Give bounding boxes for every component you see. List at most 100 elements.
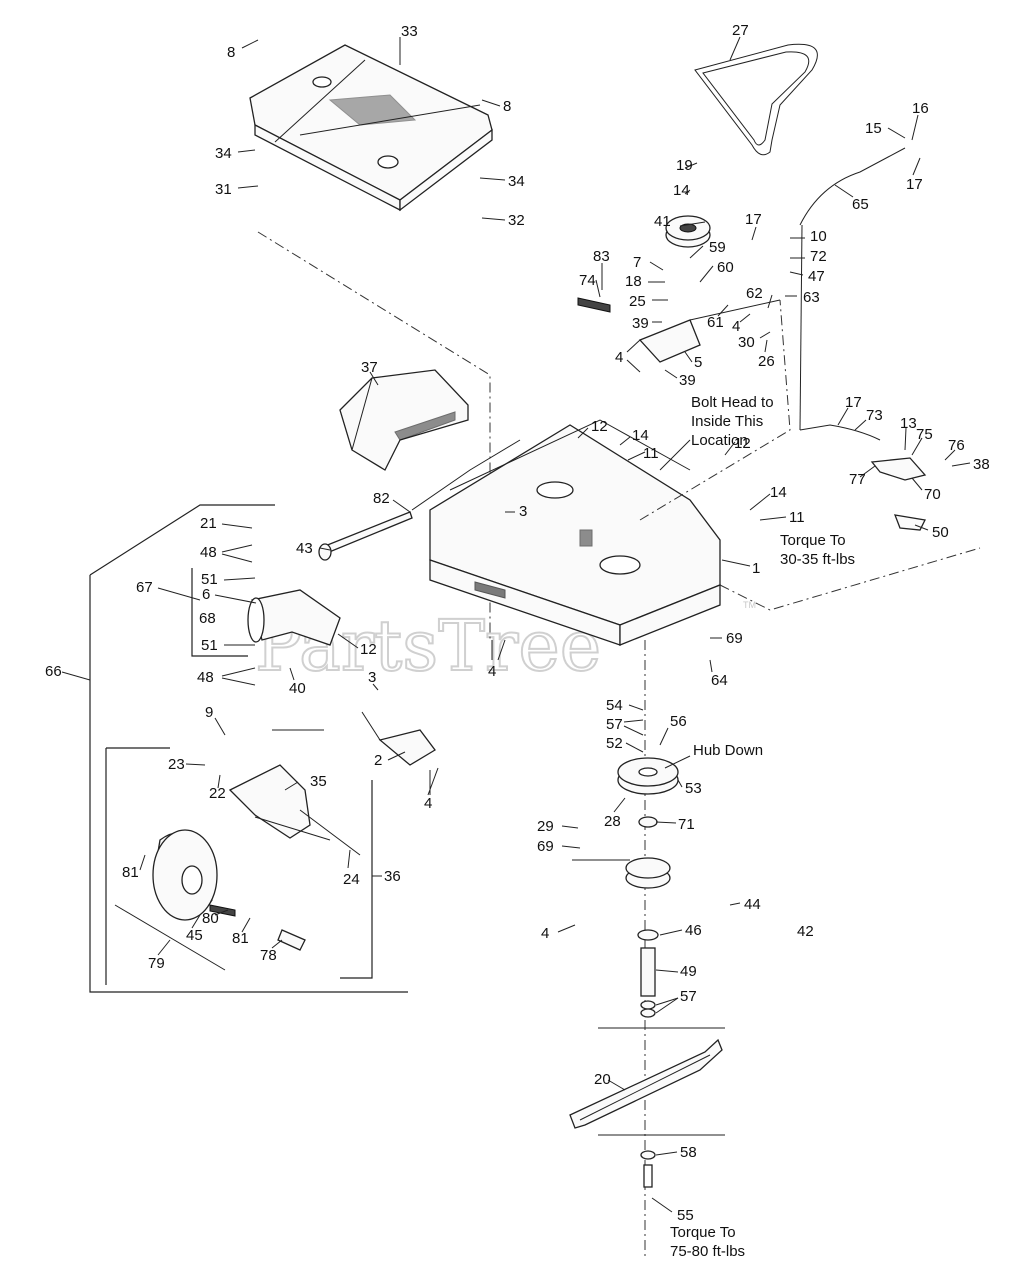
callout-72: 72 [810, 248, 827, 265]
callout-17: 17 [845, 394, 862, 411]
callout-50: 50 [932, 524, 949, 541]
callout-19: 19 [676, 157, 693, 174]
callout-51: 51 [201, 571, 218, 588]
callout-26: 26 [758, 353, 775, 370]
callout-35: 35 [310, 773, 327, 790]
deck-shell [429, 419, 721, 646]
leader-lines [61, 36, 971, 1213]
callout-76: 76 [948, 437, 965, 454]
callout-13: 13 [900, 415, 917, 432]
note-hub-down: Hub Down [693, 742, 763, 759]
callout-5: 5 [694, 354, 702, 371]
callout-20: 20 [594, 1071, 611, 1088]
callout-57: 57 [606, 716, 623, 733]
callout-34: 34 [508, 173, 525, 190]
discharge-deflector [339, 369, 469, 471]
note-bolt-head-line1: Bolt Head to [691, 394, 774, 411]
note-torque-75-line2: 75-80 ft-lbs [670, 1243, 745, 1260]
callout-12: 12 [360, 641, 377, 658]
callout-67: 67 [136, 579, 153, 596]
callout-80: 80 [202, 910, 219, 927]
callout-77: 77 [849, 471, 866, 488]
callout-47: 47 [808, 268, 825, 285]
callout-81: 81 [122, 864, 139, 881]
callout-68: 68 [199, 610, 216, 627]
callout-31: 31 [215, 181, 232, 198]
callout-33: 33 [401, 23, 418, 40]
callout-58: 58 [680, 1144, 697, 1161]
callout-9: 9 [205, 704, 213, 721]
callout-36: 36 [384, 868, 401, 885]
callout-12: 12 [734, 435, 751, 452]
callout-8: 8 [503, 98, 511, 115]
note-bolt-head-line2: Inside This [691, 413, 763, 430]
callout-24: 24 [343, 871, 360, 888]
callout-62: 62 [746, 285, 763, 302]
callout-64: 64 [711, 672, 728, 689]
callout-15: 15 [865, 120, 882, 137]
callout-42: 42 [797, 923, 814, 940]
callout-2: 2 [374, 752, 382, 769]
callout-55: 55 [677, 1207, 694, 1224]
callout-17: 17 [906, 176, 923, 193]
callout-51: 51 [201, 637, 218, 654]
note-bolt-head-line3: Location [691, 432, 748, 449]
callout-49: 49 [680, 963, 697, 980]
callout-4: 4 [732, 318, 740, 335]
callout-66: 66 [45, 663, 62, 680]
callout-45: 45 [186, 927, 203, 944]
callout-78: 78 [260, 947, 277, 964]
drive-belt [694, 43, 818, 156]
callout-3: 3 [368, 669, 376, 686]
callout-65: 65 [852, 196, 869, 213]
deck-cover [249, 44, 493, 212]
callout-52: 52 [606, 735, 623, 752]
callout-34: 34 [215, 145, 232, 162]
callout-59: 59 [709, 239, 726, 256]
callout-14: 14 [673, 182, 690, 199]
callout-14: 14 [632, 427, 649, 444]
callout-69: 69 [537, 838, 554, 855]
callout-38: 38 [973, 456, 990, 473]
callout-79: 79 [148, 955, 165, 972]
callout-46: 46 [685, 922, 702, 939]
caster-assembly-group [89, 504, 408, 993]
callout-83: 83 [593, 248, 610, 265]
callout-4: 4 [424, 795, 432, 812]
drawing [89, 43, 981, 1260]
callout-57: 57 [680, 988, 697, 1005]
callout-4: 4 [488, 663, 496, 680]
idler-pulley [665, 215, 711, 248]
callout-30: 30 [738, 334, 755, 351]
callout-22: 22 [209, 785, 226, 802]
callout-27: 27 [732, 22, 749, 39]
callout-54: 54 [606, 697, 623, 714]
callout-labels: 33 8 8 34 31 34 32 27 16 15 17 65 19 14 … [45, 22, 990, 1260]
callout-53: 53 [685, 780, 702, 797]
callout-48: 48 [197, 669, 214, 686]
callout-60: 60 [717, 259, 734, 276]
callout-61: 61 [707, 314, 724, 331]
callout-29: 29 [537, 818, 554, 835]
callout-41: 41 [654, 213, 671, 230]
callout-73: 73 [866, 407, 883, 424]
callout-21: 21 [200, 515, 217, 532]
callout-11: 11 [789, 509, 805, 526]
callout-81: 81 [232, 930, 249, 947]
callout-4: 4 [615, 349, 623, 366]
note-torque-30-line1: Torque To [780, 532, 846, 549]
callout-63: 63 [803, 289, 820, 306]
trademark-text: TM [743, 600, 756, 610]
callout-1: 1 [752, 560, 760, 577]
callout-39: 39 [679, 372, 696, 389]
note-torque-75-line1: Torque To [670, 1224, 736, 1241]
callout-37: 37 [361, 359, 378, 376]
callout-71: 71 [678, 816, 695, 833]
callout-48: 48 [200, 544, 217, 561]
callout-14: 14 [770, 484, 787, 501]
callout-12: 12 [591, 418, 608, 435]
callout-8: 8 [227, 44, 235, 61]
callout-70: 70 [924, 486, 941, 503]
callout-75: 75 [916, 426, 933, 443]
callout-25: 25 [629, 293, 646, 310]
